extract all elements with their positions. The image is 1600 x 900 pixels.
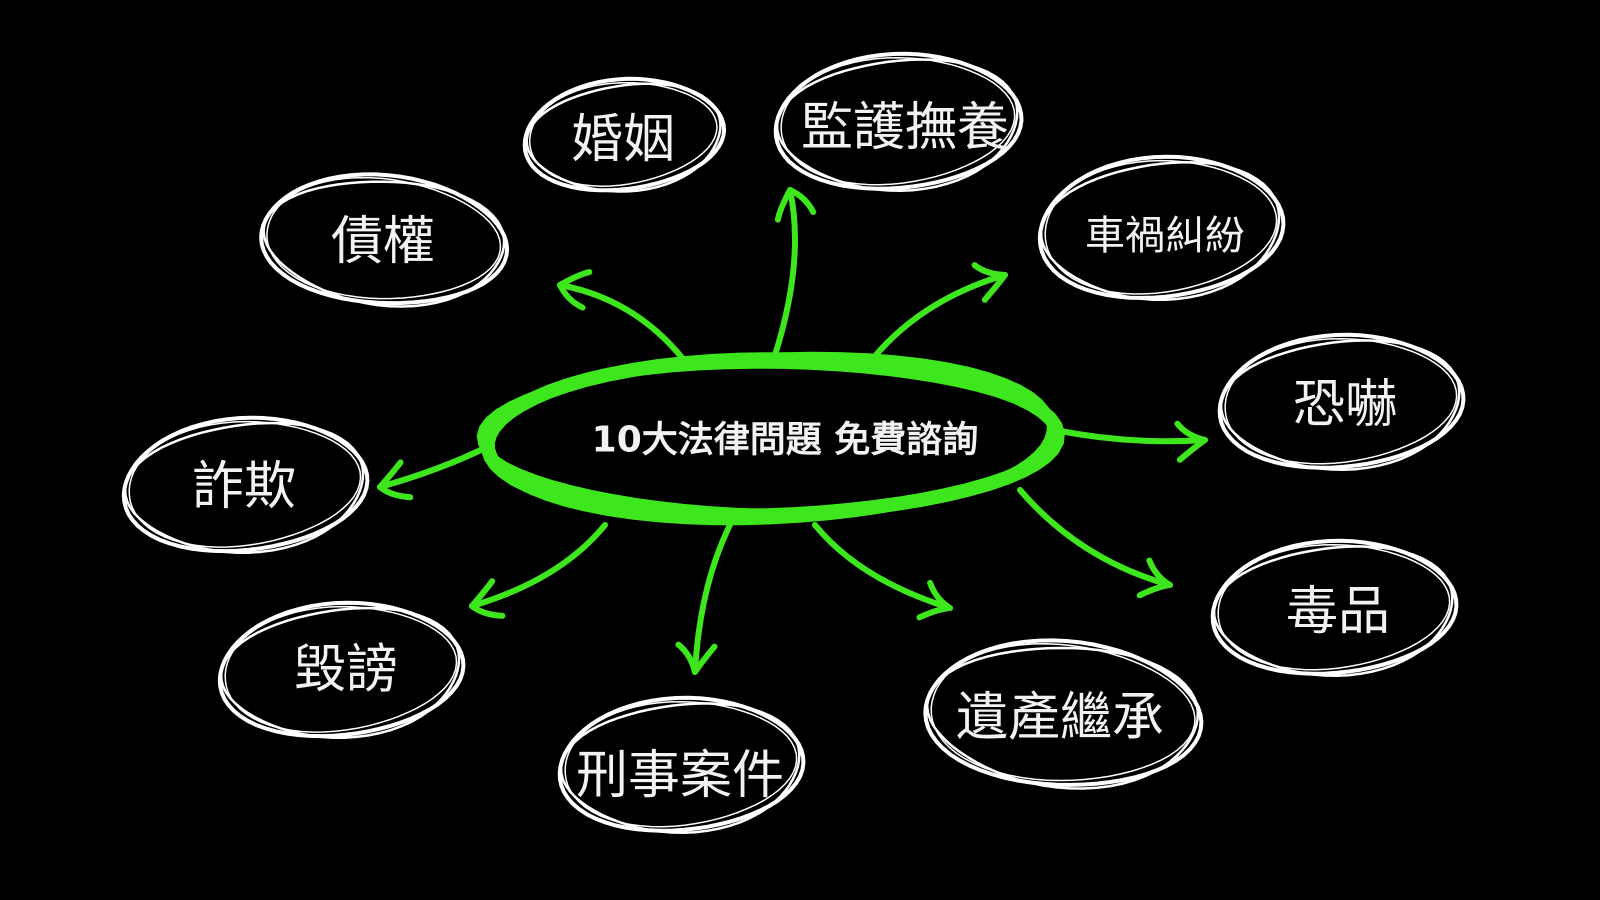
ring-stroke <box>259 172 510 306</box>
ring-stroke <box>525 82 722 193</box>
topic-label-defamation: 毀謗 <box>294 640 398 700</box>
topic-node-threat: 恐嚇 <box>1217 332 1466 471</box>
topic-ring <box>1037 154 1286 302</box>
ring-stroke <box>1224 337 1458 465</box>
ring-stroke <box>123 421 365 554</box>
ring-stroke <box>128 420 362 548</box>
ring-stroke <box>925 646 1200 790</box>
ring-stroke <box>923 638 1204 787</box>
ring-stroke <box>1212 545 1454 677</box>
arrowhead-to-criminal <box>675 641 718 675</box>
topic-label-marriage: 婚姻 <box>571 110 675 170</box>
ring-stroke <box>1217 543 1451 671</box>
topic-ring <box>217 600 466 739</box>
ring-stroke <box>219 606 461 739</box>
arrow-to-inheritance <box>812 522 953 611</box>
ring-stroke <box>775 58 1019 192</box>
ring-stroke <box>564 700 798 828</box>
arrow-to-custody <box>772 187 798 358</box>
topic-ring <box>259 172 510 308</box>
arrow-to-drugs <box>1017 487 1173 588</box>
ring-stroke <box>224 605 458 733</box>
topic-node-custody: 監護撫養 <box>773 51 1024 192</box>
topic-ring <box>1210 538 1459 677</box>
arrow-to-defamation <box>469 522 608 609</box>
arrowhead-to-inheritance <box>916 579 953 621</box>
arrowhead-to-threat <box>1174 420 1208 463</box>
topic-node-drugs: 毒品 <box>1210 538 1459 677</box>
ring-stroke <box>780 56 1016 186</box>
topic-label-custody: 監護撫養 <box>801 98 1009 158</box>
arrowhead-to-debt <box>557 269 593 311</box>
topic-node-criminal: 刑事案件 <box>557 695 806 834</box>
topic-label-inheritance: 遺產繼承 <box>956 688 1164 748</box>
arrow-to-threat <box>1052 427 1208 445</box>
ring-stroke <box>266 176 502 300</box>
topic-label-traffic: 車禍糾紛 <box>1085 213 1245 259</box>
ring-stroke <box>930 643 1196 782</box>
center-ring-stroke <box>476 351 1055 517</box>
arrow-to-debt <box>557 282 693 371</box>
ring-stroke <box>528 81 718 187</box>
topic-label-drugs: 毒品 <box>1286 582 1390 642</box>
arrowhead-to-fraud <box>377 459 414 501</box>
topic-ring <box>1217 332 1466 471</box>
topic-node-marriage: 婚姻 <box>522 76 727 193</box>
ring-stroke <box>1044 159 1278 295</box>
ring-stroke <box>559 702 801 834</box>
ring-stroke <box>1219 339 1461 471</box>
arrow-to-traffic <box>867 272 1008 365</box>
center-ring-stroke <box>481 362 1058 526</box>
topic-node-defamation: 毀謗 <box>217 600 466 739</box>
ring-stroke <box>1039 160 1281 302</box>
topic-ring <box>557 695 806 834</box>
ring-stroke <box>262 180 506 308</box>
topic-ring <box>773 51 1024 192</box>
topic-label-fraud: 詐欺 <box>192 457 296 517</box>
topic-label-debt: 債權 <box>331 212 435 272</box>
arrow-to-criminal <box>692 512 738 675</box>
topic-ring <box>923 638 1204 790</box>
topic-label-threat: 恐嚇 <box>1293 375 1397 435</box>
arrowhead-to-custody <box>774 187 817 223</box>
topic-node-inheritance: 遺產繼承 <box>923 638 1204 790</box>
center-label: 10大法律問題 免費諮詢 <box>592 419 979 461</box>
topic-ring <box>522 76 727 193</box>
arrowhead-to-drugs <box>1136 557 1173 599</box>
center-node: 10大法律問題 免費諮詢 <box>476 351 1065 526</box>
arrowhead-to-traffic <box>971 262 1008 303</box>
arrowhead-to-defamation <box>469 578 506 619</box>
center-ring <box>476 351 1065 526</box>
arrow-to-fraud <box>377 445 488 490</box>
topic-label-criminal: 刑事案件 <box>576 746 784 806</box>
topic-ring <box>121 415 370 554</box>
arrows-layer <box>377 187 1208 675</box>
topic-node-debt: 債權 <box>259 172 510 308</box>
topic-node-fraud: 詐欺 <box>121 415 370 554</box>
topic-node-traffic: 車禍糾紛 <box>1037 154 1286 302</box>
